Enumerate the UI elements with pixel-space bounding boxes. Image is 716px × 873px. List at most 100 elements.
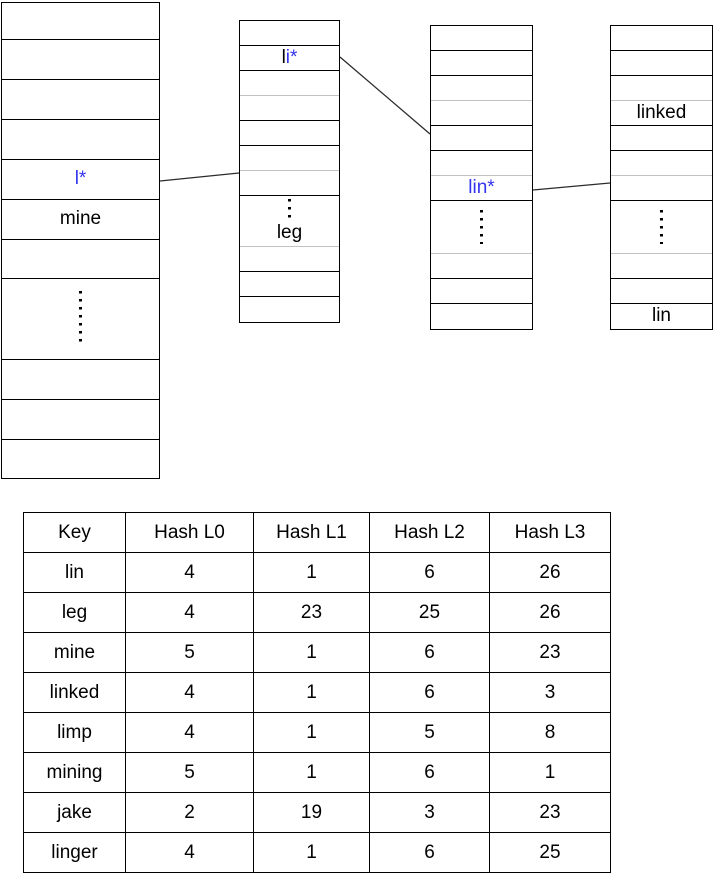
array-cell	[240, 21, 339, 46]
vertical-ellipsis-icon	[288, 198, 291, 221]
key-cell: lin	[23, 552, 126, 593]
hash-value-cell: 1	[253, 752, 370, 793]
hash-value-cell: 2	[125, 792, 254, 833]
hash-value-cell: 6	[369, 752, 490, 793]
column-header: Key	[23, 512, 126, 553]
array-cell	[2, 240, 159, 279]
array-cell	[2, 120, 159, 160]
array-cell: li*	[240, 46, 339, 71]
hash-value-cell: 23	[253, 592, 370, 633]
hash-value-cell: 4	[125, 672, 254, 713]
array-cell	[611, 26, 712, 51]
hash-value-cell: 1	[253, 632, 370, 673]
array-cell: lin*	[431, 176, 532, 201]
array-cell	[611, 176, 712, 201]
pointer-line-li-to-level2	[339, 56, 431, 135]
array-cell	[240, 121, 339, 146]
array-cell	[240, 272, 339, 297]
hash-value-cell: 5	[125, 632, 254, 673]
column-header: Hash L0	[125, 512, 254, 553]
array-cell	[431, 151, 532, 176]
array-cell	[431, 101, 532, 126]
array-cell	[431, 76, 532, 101]
array-cell	[2, 440, 159, 478]
hash-value-cell: 26	[489, 552, 611, 593]
hash-value-cell: 4	[125, 592, 254, 633]
hash-value-cell: 5	[369, 712, 490, 753]
hash-value-cell: 1	[489, 752, 611, 793]
array-cell	[2, 400, 159, 440]
array-cell	[611, 76, 712, 101]
hash-value-cell: 3	[489, 672, 611, 713]
array-cell	[611, 151, 712, 176]
array-cell	[2, 360, 159, 400]
array-cell-ellipsis	[611, 201, 712, 254]
hash-value-cell: 8	[489, 712, 611, 753]
hash-value-cell: 4	[125, 552, 254, 593]
hash-value-cell: 1	[253, 672, 370, 713]
vertical-ellipsis-icon	[79, 291, 82, 347]
cell-label: lin	[651, 305, 671, 327]
column-header: Hash L3	[489, 512, 611, 553]
hash-value-cell: 25	[369, 592, 490, 633]
array-cell	[2, 80, 159, 120]
pointer-line-lin-to-level3	[532, 182, 611, 191]
array-cell	[240, 297, 339, 322]
vertical-ellipsis-icon	[480, 210, 483, 244]
cell-label: linked	[636, 101, 687, 123]
cell-label: mine	[59, 208, 102, 230]
key-cell: mine	[23, 632, 126, 673]
array-cell	[431, 126, 532, 151]
array-cell-ellipsis	[2, 279, 159, 360]
cell-label: l*	[74, 168, 87, 190]
hash-value-cell: 1	[253, 712, 370, 753]
array-cell: l*	[2, 160, 159, 200]
hash-array-level-2: lin*	[430, 25, 533, 330]
hash-value-cell: 5	[125, 752, 254, 793]
array-cell	[431, 254, 532, 279]
column-header: Hash L1	[253, 512, 370, 553]
key-cell: linger	[23, 832, 126, 873]
cell-label: li*	[281, 46, 298, 68]
array-cell: linked	[611, 101, 712, 126]
hash-value-cell: 23	[489, 632, 611, 673]
key-cell: leg	[23, 592, 126, 633]
array-cell	[240, 247, 339, 272]
array-cell	[431, 26, 532, 51]
hash-value-cell: 1	[253, 832, 370, 873]
hash-value-cell: 23	[489, 792, 611, 833]
hash-value-cell: 1	[253, 552, 370, 593]
key-cell: jake	[23, 792, 126, 833]
hash-value-cell: 6	[369, 832, 490, 873]
vertical-ellipsis-icon	[660, 210, 663, 244]
array-cell	[431, 279, 532, 304]
hash-value-cell: 19	[253, 792, 370, 833]
array-cell	[240, 146, 339, 171]
hash-array-level-1: li*leg	[239, 20, 340, 323]
array-cell	[611, 126, 712, 151]
array-cell	[611, 254, 712, 279]
array-cell	[240, 171, 339, 196]
hash-array-level-0: l* mine	[1, 2, 160, 479]
array-cell: lin	[611, 304, 712, 329]
array-cell	[611, 279, 712, 304]
key-cell: limp	[23, 712, 126, 753]
key-cell: linked	[23, 672, 126, 713]
cell-label: lin*	[468, 176, 495, 198]
array-cell	[2, 3, 159, 40]
hash-value-cell: 4	[125, 832, 254, 873]
array-cell: mine	[2, 200, 159, 240]
hash-value-cell: 6	[369, 672, 490, 713]
hash-value-cell: 6	[369, 552, 490, 593]
